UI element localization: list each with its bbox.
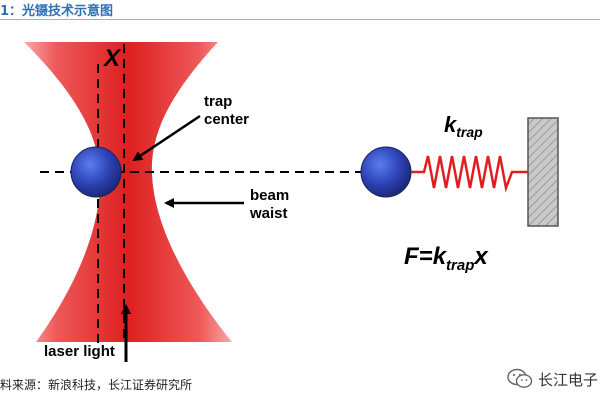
watermark-text: 长江电子: [537, 370, 598, 389]
model-bead: [360, 146, 412, 198]
beam-waist-label-line1: beam: [250, 187, 289, 204]
trap-center-label-line2: center: [204, 111, 249, 128]
spring-constant-k: k: [444, 112, 458, 137]
fixed-wall: [527, 117, 559, 227]
spring: [411, 155, 528, 193]
formula-sub: trap: [446, 257, 474, 274]
formula-x: x: [472, 243, 489, 270]
x-label: X: [102, 45, 122, 72]
figure-caption: 1：光镊技术示意图: [0, 4, 114, 19]
formula-k: k: [433, 243, 448, 270]
laser-light-label: laser light: [44, 343, 115, 360]
caption-rule: [0, 19, 600, 20]
wechat-icon: [507, 368, 533, 388]
laser-beam: [24, 42, 232, 342]
spring-constant-sub: trap: [456, 124, 483, 140]
spring-constant-label: ktrap: [444, 112, 483, 140]
formula-F: F=: [404, 243, 433, 270]
trap-center-arrow: [132, 114, 201, 162]
force-formula: F=ktrapx: [404, 243, 489, 274]
beam-waist-label-line2: waist: [249, 205, 288, 222]
trap-center-label-line1: trap: [204, 93, 232, 110]
watermark: 长江电子: [500, 366, 600, 392]
source-note: 料来源：新浪科技，长江证券研究所: [0, 378, 193, 392]
optical-tweezers-diagram: X trap center beam waist laser light ktr…: [24, 42, 559, 362]
trapped-bead: [70, 146, 122, 198]
